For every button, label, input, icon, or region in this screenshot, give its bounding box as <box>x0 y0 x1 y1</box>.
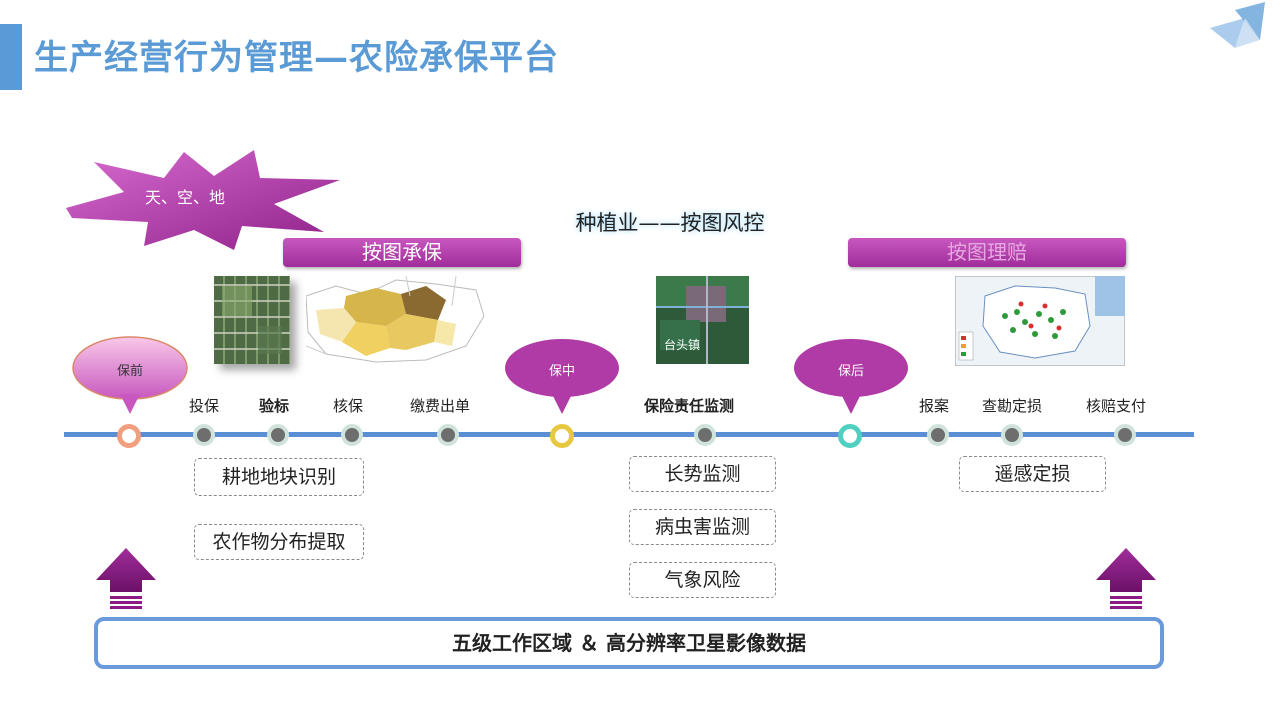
timeline-node-monitor <box>694 424 716 446</box>
page-title: 生产经营行为管理—农险承保平台 <box>34 38 559 78</box>
timeline-node-survey <box>1001 424 1023 446</box>
box-plot-recognition: 耕地地块识别 <box>194 458 364 496</box>
starburst-shape <box>66 150 340 250</box>
box-remote-loss: 遥感定损 <box>959 456 1106 492</box>
town-map-label: 台头镇 <box>664 338 701 352</box>
up-arrow-right <box>1096 548 1156 609</box>
claims-map-image <box>955 276 1125 366</box>
box-weather-risk: 气象风险 <box>629 562 776 598</box>
timeline-node-pay <box>437 424 459 446</box>
phase-bubble-pre <box>72 336 188 414</box>
step-settle: 核赔支付 <box>1085 397 1146 415</box>
up-arrow-left <box>96 548 156 609</box>
timeline-node-report <box>927 424 949 446</box>
box-crop-extraction: 农作物分布提取 <box>194 524 364 560</box>
county-map-image <box>306 276 486 364</box>
starburst-label: 天、空、地 <box>144 188 225 207</box>
step-approve: 核保 <box>332 397 363 415</box>
timeline-node-approve <box>341 424 363 446</box>
satellite-image-town: 台头镇 <box>656 276 749 364</box>
title-accent-bar <box>0 24 22 90</box>
timeline-node-settle <box>1114 424 1136 446</box>
timeline-node-inspect <box>267 424 289 446</box>
corner-decoration <box>1210 2 1265 48</box>
step-survey: 查勘定损 <box>981 397 1042 415</box>
step-apply: 投保 <box>188 397 219 415</box>
banner-claims: 按图理赔 <box>848 238 1126 267</box>
timeline-dot-pre <box>117 424 141 448</box>
subtitle: 种植业——按图风控 <box>575 211 765 235</box>
data-foundation-bar: 五级工作区域 ＆ 高分辨率卫星影像数据 <box>94 617 1164 669</box>
step-inspect: 验标 <box>258 397 289 415</box>
timeline-dot-post <box>838 424 862 448</box>
phase-label-post: 保后 <box>837 364 864 379</box>
box-pest-monitoring: 病虫害监测 <box>629 509 776 545</box>
step-pay: 缴费出单 <box>409 397 470 415</box>
step-monitor: 保险责任监测 <box>643 397 734 415</box>
phase-label-mid: 保中 <box>548 364 575 379</box>
timeline-dot-mid <box>550 424 574 448</box>
phase-bubble-mid <box>505 339 619 414</box>
phase-label-pre: 保前 <box>116 364 143 379</box>
banner-underwriting: 按图承保 <box>283 238 521 267</box>
timeline-node-apply <box>193 424 215 446</box>
box-growth-monitoring: 长势监测 <box>629 456 776 492</box>
timeline-line <box>64 432 1194 437</box>
phase-bubble-post <box>794 339 908 414</box>
satellite-image-fields <box>214 276 290 364</box>
step-report: 报案 <box>918 397 949 415</box>
